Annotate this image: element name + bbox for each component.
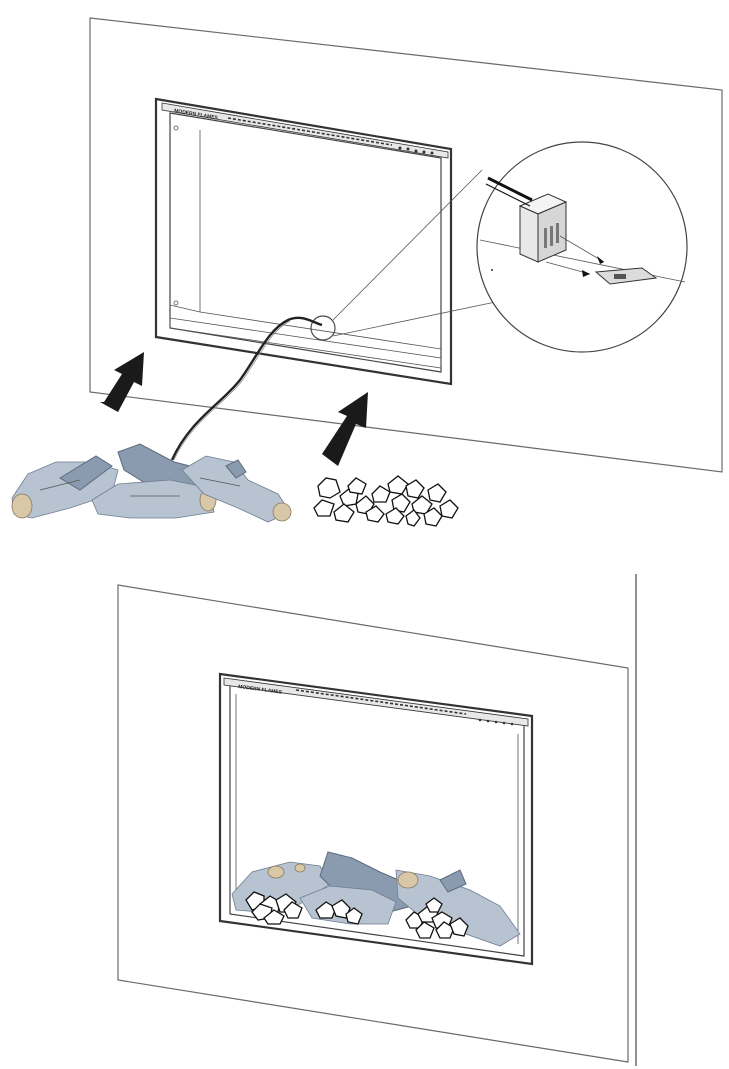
connector-highlight [310,315,336,341]
callout-leader-top [332,169,483,321]
step-1-illustration: MODERN FLAMES [11,17,723,527]
placement-arrow-left [100,352,144,412]
log-set-top [11,443,292,523]
ember-media-bottom [245,891,469,939]
step-2-illustration: MODERN FLAMES [117,574,637,1066]
placement-arrow-right [322,392,368,466]
detail-callout [476,141,688,353]
ember-media-top [313,475,459,527]
callout-leader-bottom [332,299,506,337]
log-set-bottom [231,851,521,947]
fireplace-insert-top: MODERN FLAMES [154,97,453,386]
power-cord [170,316,323,461]
control-dots [398,146,434,155]
insert-brand-label-bottom: MODERN FLAMES [238,684,283,696]
